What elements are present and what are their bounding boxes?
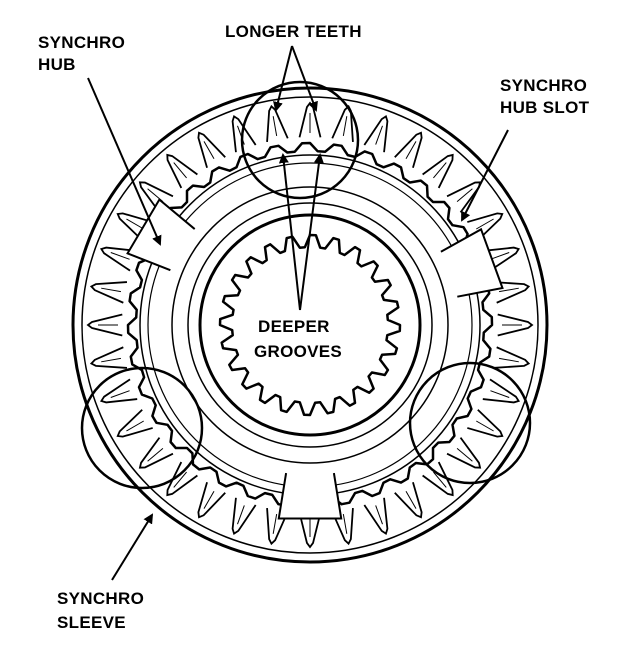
sleeve-tooth [394, 131, 423, 168]
detail-circle-top [240, 80, 360, 200]
sleeve-tooth-ridge [272, 116, 278, 137]
sleeve-tooth [363, 114, 389, 153]
detail-circle-left [80, 366, 204, 490]
sleeve-tooth [422, 461, 454, 497]
sleeve-tooth [467, 409, 504, 438]
deeper-grooves-label-line1: DEEPER [258, 317, 330, 336]
sleeve-tooth [197, 482, 226, 519]
sleeve-tooth [497, 313, 534, 337]
sleeve-tooth-ridge [498, 357, 519, 363]
sleeve-tooth-ridge [272, 513, 278, 534]
sleeve-tooth [138, 437, 174, 469]
hub-slot [440, 227, 504, 298]
sleeve-tooth-ridge [498, 287, 519, 293]
sleeve-tooth [298, 512, 322, 549]
sleeve-tooth-ridge [173, 162, 187, 179]
sleeve-tooth [446, 181, 482, 213]
sleeve-tooth-ridge [126, 420, 144, 432]
sleeve-tooth [116, 409, 153, 438]
detail-circle-right [408, 361, 532, 485]
sleeve-tooth-ridge [456, 188, 473, 202]
sleeve-inner-ring [81, 96, 539, 554]
sleeve-tooth [99, 246, 138, 272]
sleeve-outer-ring [71, 86, 549, 564]
deeper-grooves-leader-left [278, 153, 301, 311]
sleeve-tooth [446, 437, 482, 469]
sleeve-tooth-ridge [203, 491, 215, 509]
sleeve-tooth-ridge [490, 252, 510, 260]
sleeve-tooth-ridge [405, 491, 417, 509]
sleeve-tooth [422, 153, 454, 189]
deeper-grooves-leader-right [299, 153, 324, 311]
sleeve-tooth-ridge [101, 287, 122, 293]
sleeve-tooth [99, 378, 138, 404]
sleeve-tooth-ridge [476, 218, 494, 230]
synchro-sleeve-label-line1: SYNCHRO [57, 589, 144, 608]
leader-lines [87, 45, 509, 581]
sleeve-tooth-ridge [476, 420, 494, 432]
sleeve-tooth-ridge [342, 513, 348, 534]
synchro-hub-label-line1: SYNCHRO [38, 33, 125, 52]
hub-ring-4 [187, 202, 433, 448]
sleeve-tooth-ridge [237, 505, 245, 525]
sleeve-tooth-ridge [375, 125, 383, 145]
sleeve-tooth [86, 313, 123, 337]
sleeve-tooth [197, 131, 226, 168]
sleeve-tooth-ridge [147, 448, 164, 462]
synchro-hub-label-line2: HUB [38, 55, 76, 74]
synchro-hub-slot-label-line1: SYNCHRO [500, 76, 587, 95]
sleeve-tooth-ridge [342, 116, 348, 137]
longer-teeth-leader-left [273, 45, 293, 112]
sleeve-tooth-ridge [126, 218, 144, 230]
sleeve-tooth-ridge [433, 471, 447, 488]
synchro-hub [126, 141, 504, 520]
sleeve-tooth-ridge [203, 141, 215, 159]
sleeve-tooth [116, 212, 153, 241]
sleeve-tooth [231, 497, 257, 536]
sleeve-tooth [266, 507, 289, 546]
synchro-sleeve-leader [111, 513, 154, 581]
sleeve-tooth-ridge [490, 390, 510, 398]
sleeve-tooth [492, 281, 531, 304]
deeper-grooves-label-line2: GROOVES [254, 342, 342, 361]
longer-teeth-label: LONGER TEETH [225, 22, 362, 41]
sleeve-tooth [89, 281, 128, 304]
sleeve-tooth [166, 461, 198, 497]
sleeve-tooth-ridge [110, 390, 130, 398]
hub-ring-3 [171, 186, 449, 464]
synchro-hub-slot-label-line2: HUB SLOT [500, 98, 590, 117]
sleeve-tooth-ridge [173, 471, 187, 488]
sleeve-tooth [394, 482, 423, 519]
hub-slot [277, 472, 343, 520]
sleeve-tooth [492, 346, 531, 369]
sleeve-tooth [363, 497, 389, 536]
longer-teeth-leader-right [291, 45, 318, 112]
sleeve-tooth [467, 212, 504, 241]
detail-circles [80, 80, 532, 490]
sleeve-tooth-ridge [405, 141, 417, 159]
sleeve-tooth [482, 378, 521, 404]
sleeve-tooth [482, 246, 521, 272]
synchro-sleeve-label-line2: SLEEVE [57, 613, 126, 632]
sleeve-tooth [331, 507, 354, 546]
hub-slot-leader [461, 129, 509, 222]
sleeve-tooth [166, 153, 198, 189]
bore-ring [198, 213, 422, 437]
sleeve-tooth-ridge [433, 162, 447, 179]
inner-spline [218, 233, 402, 417]
sleeve-tooth-ridge [456, 448, 473, 462]
hub-outer-edge [126, 141, 494, 509]
sleeve-tooth [138, 181, 174, 213]
sleeve-tooth [266, 104, 289, 143]
synchro-hub-leader [87, 77, 162, 246]
sleeve-tooth-ridge [101, 357, 122, 363]
sleeve-tooth-ridge [375, 505, 383, 525]
sleeve-tooth [89, 346, 128, 369]
synchro-sleeve [71, 86, 549, 564]
labels: SYNCHRO HUB LONGER TEETH SYNCHRO HUB SLO… [38, 22, 590, 632]
sleeve-tooth-ridge [110, 252, 130, 260]
